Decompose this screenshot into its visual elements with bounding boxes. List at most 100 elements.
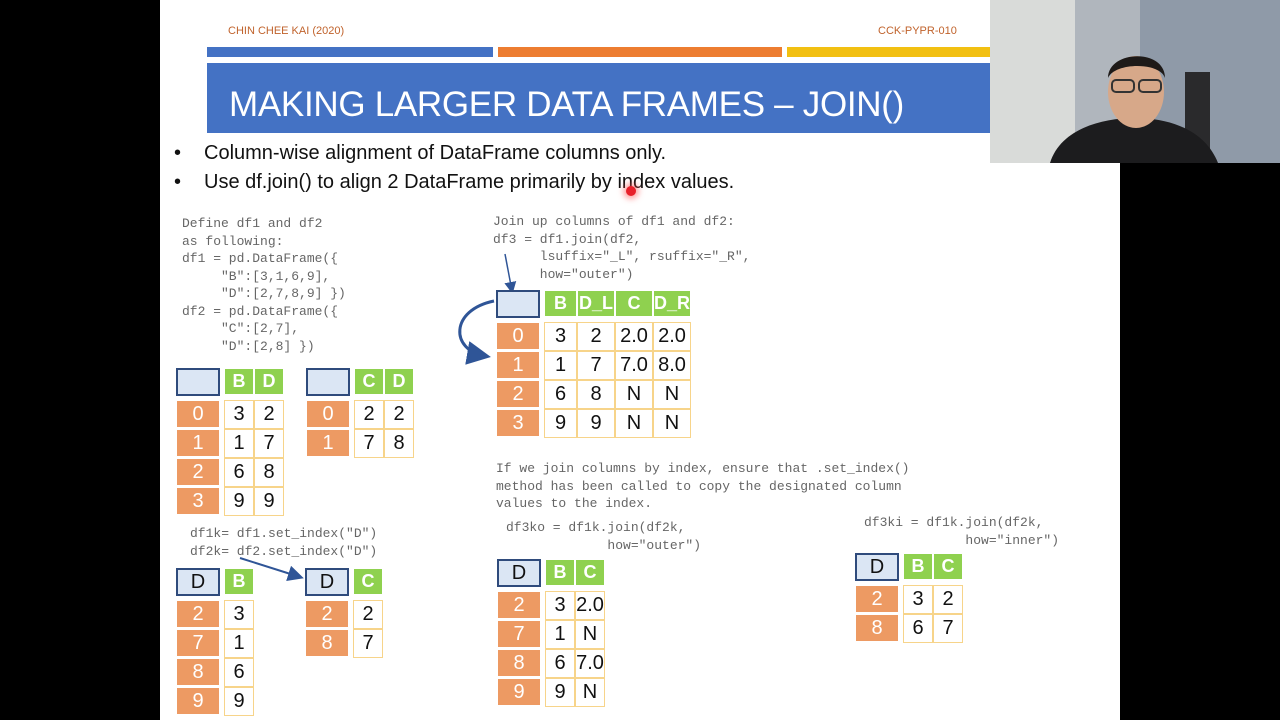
df2k-index-cell: 8 [305,629,349,657]
df3-column-header: C [615,290,653,317]
df3ko-column-header: B [545,559,575,586]
df2-index-header [306,368,350,396]
df3ki-data-cell: 2 [933,585,963,614]
df1-data-cell: 9 [254,487,284,516]
df1-data-cell: 8 [254,458,284,487]
code-join: Join up columns of df1 and df2: df3 = df… [493,214,751,282]
df3-data-cell: 1 [544,351,577,380]
df3-data-cell: N [653,409,691,438]
code-note: If we join columns by index, ensure that… [496,461,910,511]
df3-data-cell: 8.0 [653,351,691,380]
df3ko-data-cell: 9 [545,678,575,707]
df3-index-cell: 3 [496,409,540,437]
df1-index-cell: 1 [176,429,220,457]
df1-index-cell: 2 [176,458,220,486]
df1-data-cell: 6 [224,458,254,487]
title-band: MAKING LARGER DATA FRAMES – JOIN() [207,63,1120,133]
df1k-index-cell: 7 [176,629,220,657]
df3ko-data-cell: 1 [545,620,575,649]
df1-index-header [176,368,220,396]
df3-data-cell: N [615,409,653,438]
df2-index-cell: 1 [306,429,350,457]
df3-index-header [496,290,540,318]
df3-index-cell: 1 [496,351,540,379]
df3ko-data-cell: 3 [545,591,575,620]
df3ko-index-header: D [497,559,541,587]
df3-data-cell: 2.0 [615,322,653,351]
df2k-column-header: C [353,568,383,595]
webcam-overlay [990,0,1280,163]
df3-data-cell: 7.0 [615,351,653,380]
df2-column-header: D [384,368,414,395]
df3ko-data-cell: 2.0 [575,591,605,620]
curved-arrow-icon [458,299,495,365]
df1k-index-header: D [176,568,220,596]
df3-data-cell: 9 [544,409,577,438]
df3-data-cell: 8 [577,380,615,409]
df2-data-cell: 8 [384,429,414,458]
arrows-layer [239,253,517,582]
df2-data-cell: 7 [354,429,384,458]
df1-column-header: B [224,368,254,395]
df1k-column-header: B [224,568,254,595]
df3ko-data-cell: 6 [545,649,575,678]
author-label: CHIN CHEE KAI (2020) [228,25,345,37]
df3-column-header: D_R [653,290,691,317]
df3ko-data-cell: N [575,678,605,707]
code-df3ki: df3ki = df1k.join(df2k, how="inner") [864,515,1060,548]
df1k-data-cell: 6 [224,658,254,687]
df3ko-data-cell: 7.0 [575,649,605,678]
pointer-arrow-icon [504,253,517,294]
df1-data-cell: 1 [224,429,254,458]
bullet-dot: • [174,171,182,193]
df1-index-cell: 0 [176,400,220,428]
laser-pointer-dot [626,186,636,196]
df3-data-cell: 9 [577,409,615,438]
code-define-frames: Define df1 and df2 as following: df1 = p… [182,216,346,354]
df3-index-cell: 2 [496,380,540,408]
bullet-2-text: Use df.join() to align 2 DataFrame prima… [204,171,735,193]
accent-bar-blue [207,47,493,57]
df3ko-column-header: C [575,559,605,586]
df3ki-data-cell: 7 [933,614,963,643]
df2k-index-cell: 2 [305,600,349,628]
bullet-1: • Column-wise alignment of DataFrame col… [174,142,667,165]
df1k-data-cell: 1 [224,629,254,658]
df1-column-header: D [254,368,284,395]
df3ki-data-cell: 3 [903,585,933,614]
accent-bar-yellow [787,47,1120,57]
df3ki-column-header: C [933,553,963,580]
df3-data-cell: 3 [544,322,577,351]
df1-data-cell: 3 [224,400,254,429]
df2-data-cell: 2 [354,400,384,429]
df1k-index-cell: 9 [176,687,220,715]
df1-data-cell: 9 [224,487,254,516]
slide-title: MAKING LARGER DATA FRAMES – JOIN() [229,85,904,124]
code-set-index: df1k= df1.set_index("D") df2k= df2.set_i… [190,526,378,559]
bullet-1-text: Column-wise alignment of DataFrame colum… [204,142,667,164]
df2-column-header: C [354,368,384,395]
df3ki-column-header: B [903,553,933,580]
df2k-index-header: D [305,568,349,596]
df2k-data-cell: 7 [353,629,383,658]
df1k-data-cell: 9 [224,687,254,716]
df3ki-index-cell: 2 [855,585,899,613]
df3-data-cell: 2.0 [653,322,691,351]
df1k-data-cell: 3 [224,600,254,629]
df3-column-header: D_L [577,290,615,317]
df3-data-cell: 6 [544,380,577,409]
df1k-index-cell: 8 [176,658,220,686]
df1-data-cell: 7 [254,429,284,458]
df3ki-index-cell: 8 [855,614,899,642]
df3-data-cell: N [615,380,653,409]
bullet-dot: • [174,142,182,164]
bullet-2: • Use df.join() to align 2 DataFrame pri… [174,171,735,194]
df3-index-cell: 0 [496,322,540,350]
slide-code-label: CCK-PYPR-010 [878,25,957,37]
df1k-index-cell: 2 [176,600,220,628]
presenter-video-image [990,0,1280,163]
df3ko-index-cell: 7 [497,620,541,648]
df2-data-cell: 2 [384,400,414,429]
df1-index-cell: 3 [176,487,220,515]
df3-column-header: B [544,290,577,317]
